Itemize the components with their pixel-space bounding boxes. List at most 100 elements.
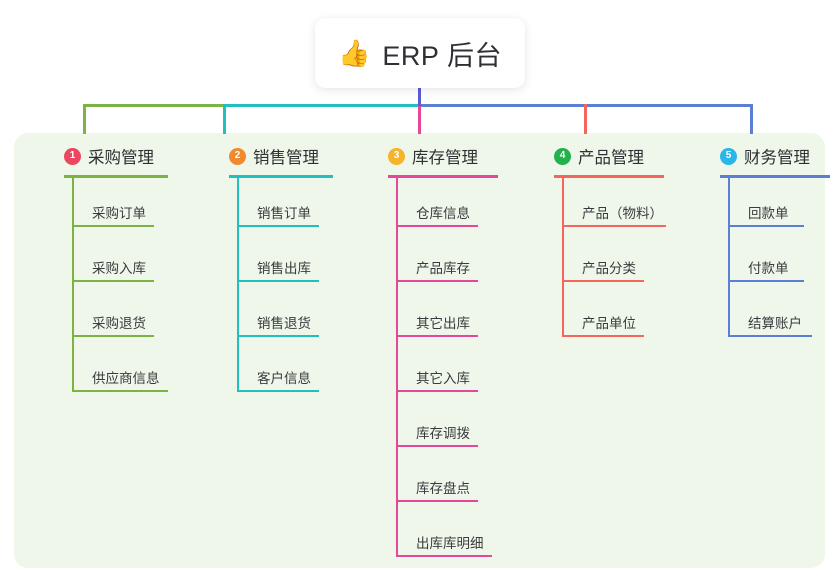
menu-item-label: 其它出库 <box>416 316 470 331</box>
menu-item[interactable]: 采购入库 <box>72 233 168 288</box>
menu-item-label: 采购入库 <box>92 261 146 276</box>
category-underline <box>229 175 333 178</box>
category-index-badge: 4 <box>554 147 571 165</box>
menu-item-label: 产品（物料） <box>582 206 663 221</box>
menu-item-label: 销售出库 <box>257 261 311 276</box>
category-items: 回款单付款单结算账户 <box>728 178 830 343</box>
menu-item[interactable]: 产品分类 <box>562 233 664 288</box>
category-items: 仓库信息产品库存其它出库其它入库库存调拨库存盘点出库库明细 <box>396 178 498 563</box>
menu-item-underline <box>396 335 478 337</box>
category-items: 采购订单采购入库采购退货供应商信息 <box>72 178 168 398</box>
menu-item-underline <box>396 445 478 447</box>
menu-item-underline <box>237 390 319 392</box>
menu-item[interactable]: 库存盘点 <box>396 453 498 508</box>
menu-item-label: 库存盘点 <box>416 481 470 496</box>
menu-item-label: 出库库明细 <box>416 536 484 551</box>
menu-item[interactable]: 其它出库 <box>396 288 498 343</box>
category-header-4[interactable]: 4 产品管理 <box>528 143 664 169</box>
category-title: 库存管理 <box>412 149 478 167</box>
items-spine <box>72 178 74 392</box>
menu-item-underline <box>396 555 492 557</box>
category-title: 产品管理 <box>578 149 644 167</box>
menu-item-underline <box>72 335 154 337</box>
category-title: 采购管理 <box>88 149 154 167</box>
segment-green <box>83 104 223 107</box>
menu-item-label: 采购退货 <box>92 316 146 331</box>
menu-item-label: 回款单 <box>748 206 789 221</box>
category-underline <box>388 175 498 178</box>
category-underline <box>554 175 664 178</box>
category-panel <box>14 133 825 568</box>
category-header-2[interactable]: 2 销售管理 <box>203 143 333 169</box>
menu-item-underline <box>396 225 478 227</box>
category-title: 销售管理 <box>253 149 319 167</box>
menu-item[interactable]: 结算账户 <box>728 288 830 343</box>
menu-item[interactable]: 销售出库 <box>237 233 333 288</box>
menu-item-label: 仓库信息 <box>416 206 470 221</box>
menu-item-underline <box>237 280 319 282</box>
root-node-card[interactable]: 👍 ERP 后台 <box>315 18 525 88</box>
category-items: 销售订单销售出库销售退货客户信息 <box>237 178 333 398</box>
menu-item-label: 产品单位 <box>582 316 636 331</box>
menu-item-label: 销售退货 <box>257 316 311 331</box>
menu-item[interactable]: 销售订单 <box>237 178 333 233</box>
menu-item-underline <box>72 225 154 227</box>
items-spine <box>562 178 564 337</box>
menu-item-underline <box>728 335 812 337</box>
stem-procurement <box>83 104 86 134</box>
root-node-title: ERP 后台 <box>382 40 502 71</box>
menu-item-label: 结算账户 <box>748 316 802 331</box>
menu-item-underline <box>728 280 804 282</box>
menu-item-underline <box>396 280 478 282</box>
menu-item-underline <box>72 280 154 282</box>
category-items: 产品（物料） 产品分类产品单位 <box>562 178 666 343</box>
menu-item-label: 付款单 <box>748 261 789 276</box>
menu-item[interactable]: 客户信息 <box>237 343 333 398</box>
menu-item[interactable]: 采购退货 <box>72 288 168 343</box>
menu-item-underline <box>562 225 666 227</box>
category-underline <box>64 175 168 178</box>
stem-product <box>584 104 587 134</box>
category-column-2: 2 销售管理销售订单销售出库销售退货客户信息 <box>203 143 333 398</box>
menu-item-label: 产品库存 <box>416 261 470 276</box>
menu-item[interactable]: 其它入库 <box>396 343 498 398</box>
category-index-badge: 5 <box>720 147 737 165</box>
items-spine <box>237 178 239 392</box>
menu-item[interactable]: 库存调拨 <box>396 398 498 453</box>
menu-item[interactable]: 出库库明细 <box>396 508 498 563</box>
menu-item-underline <box>237 225 319 227</box>
menu-item-label: 库存调拨 <box>416 426 470 441</box>
menu-item[interactable]: 付款单 <box>728 233 830 288</box>
menu-item-label: 采购订单 <box>92 206 146 221</box>
thumbs-up-icon: 👍 <box>338 38 371 68</box>
menu-item-underline <box>72 390 168 392</box>
stem-sales <box>223 104 226 134</box>
category-header-1[interactable]: 1 采购管理 <box>38 143 168 169</box>
menu-item-label: 销售订单 <box>257 206 311 221</box>
stem-finance <box>750 104 753 134</box>
menu-item[interactable]: 产品（物料） <box>562 178 666 233</box>
menu-item-label: 供应商信息 <box>92 371 160 386</box>
menu-item-underline <box>396 390 478 392</box>
menu-item[interactable]: 仓库信息 <box>396 178 498 233</box>
category-column-1: 1 采购管理采购订单采购入库采购退货供应商信息 <box>38 143 168 398</box>
menu-item[interactable]: 产品库存 <box>396 233 498 288</box>
category-index-badge: 1 <box>64 147 81 165</box>
category-index-badge: 2 <box>229 147 246 165</box>
menu-item[interactable]: 产品单位 <box>562 288 664 343</box>
menu-item[interactable]: 销售退货 <box>237 288 333 343</box>
items-spine <box>728 178 730 337</box>
menu-item[interactable]: 回款单 <box>728 178 830 233</box>
menu-item-label: 其它入库 <box>416 371 470 386</box>
root-connector-stem <box>418 86 421 106</box>
stem-inventory <box>418 104 421 134</box>
menu-item-underline <box>562 335 644 337</box>
menu-item[interactable]: 供应商信息 <box>72 343 168 398</box>
menu-item[interactable]: 采购订单 <box>72 178 168 233</box>
menu-item-label: 产品分类 <box>582 261 636 276</box>
